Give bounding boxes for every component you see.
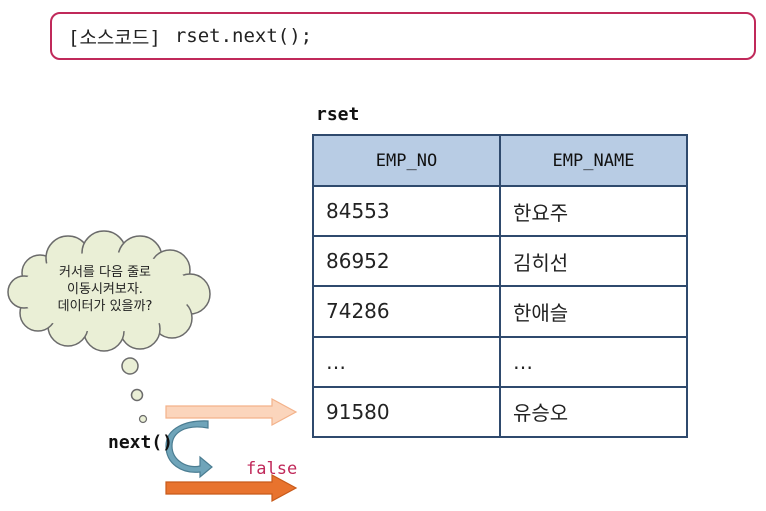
emp-no-cell: … xyxy=(312,335,501,388)
emp-no-cell: 91580 xyxy=(312,385,501,439)
thought-bubble-small xyxy=(138,414,148,424)
emp-name-cell: 한애슬 xyxy=(499,285,688,338)
emp-name-cell: 한요주 xyxy=(499,184,688,238)
emp-name-cell: 김히선 xyxy=(499,235,688,288)
table-row: 91580 유승오 xyxy=(312,385,688,439)
thought-line: 커서를 다음 줄로 xyxy=(59,265,151,280)
thought-line: 이동시켜보자. xyxy=(67,282,143,297)
table-row: … … xyxy=(312,335,688,388)
thought-bubble-large xyxy=(121,357,139,375)
next-method-label: next() xyxy=(108,432,174,453)
code-text: rset.next(); xyxy=(174,25,313,47)
emp-no-cell: 74286 xyxy=(312,285,501,338)
table-row: 74286 한애슬 xyxy=(312,285,688,338)
false-result-label: false xyxy=(246,459,298,479)
source-code-box: [소스코드] rset.next(); xyxy=(50,12,756,60)
thought-text: 커서를 다음 줄로 이동시켜보자. 데이터가 있을까? xyxy=(30,264,180,315)
resultset-table: EMP_NO EMP_NAME 84553 한요주 86952 김히선 7428… xyxy=(312,134,688,439)
column-header-emp-name: EMP_NAME xyxy=(499,134,688,187)
table-row: 86952 김히선 xyxy=(312,235,688,288)
thought-line: 데이터가 있을까? xyxy=(57,299,153,314)
emp-no-cell: 86952 xyxy=(312,235,501,288)
cursor-arrow-to-row xyxy=(165,397,298,427)
emp-name-cell: 유승오 xyxy=(499,385,688,439)
column-header-emp-no: EMP_NO xyxy=(312,134,501,187)
table-row: 84553 한요주 xyxy=(312,184,688,238)
emp-no-cell: 84553 xyxy=(312,184,501,238)
resultset-label: rset xyxy=(316,104,360,125)
code-tag: [소스코드] xyxy=(68,26,161,49)
thought-bubble-medium xyxy=(130,388,144,402)
table-header-row: EMP_NO EMP_NAME xyxy=(312,134,688,187)
emp-name-cell: … xyxy=(499,335,688,388)
